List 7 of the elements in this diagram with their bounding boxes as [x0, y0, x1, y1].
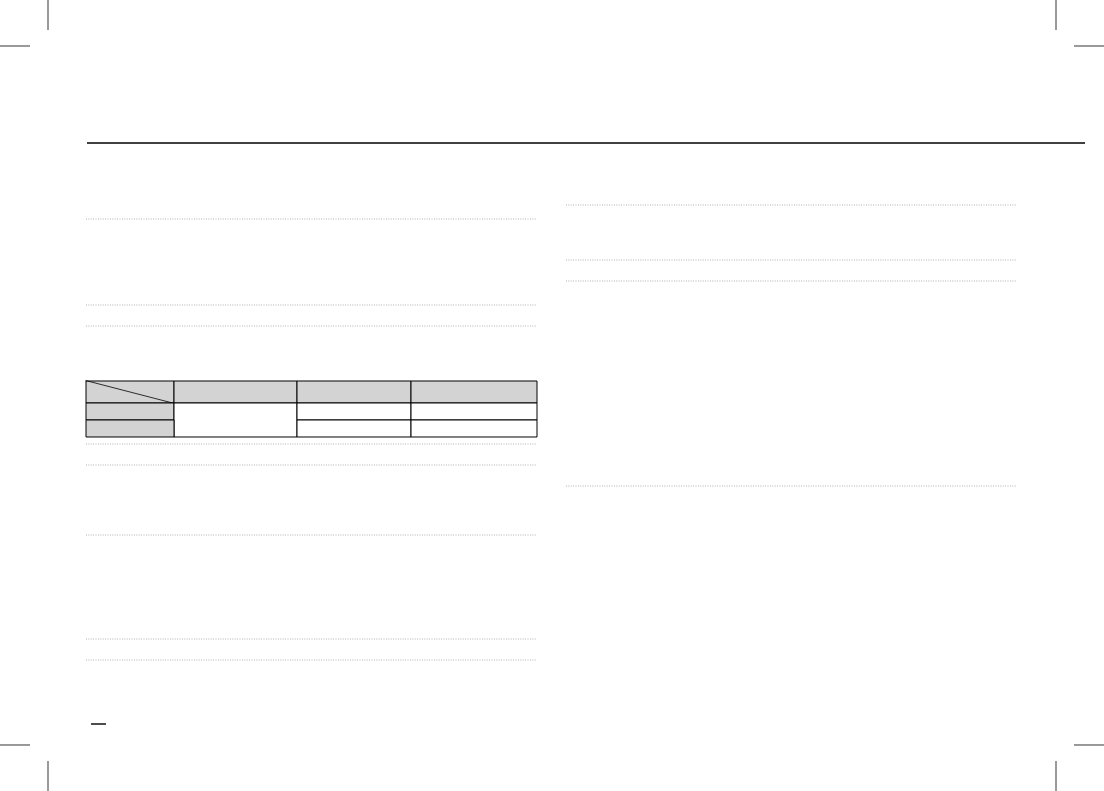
table-cell [296, 380, 412, 404]
table-cell [296, 419, 412, 438]
table-cell [173, 380, 298, 404]
table-cell [85, 419, 175, 438]
table-cell [410, 380, 538, 404]
table-cell [85, 380, 175, 404]
table-cell [410, 419, 538, 438]
